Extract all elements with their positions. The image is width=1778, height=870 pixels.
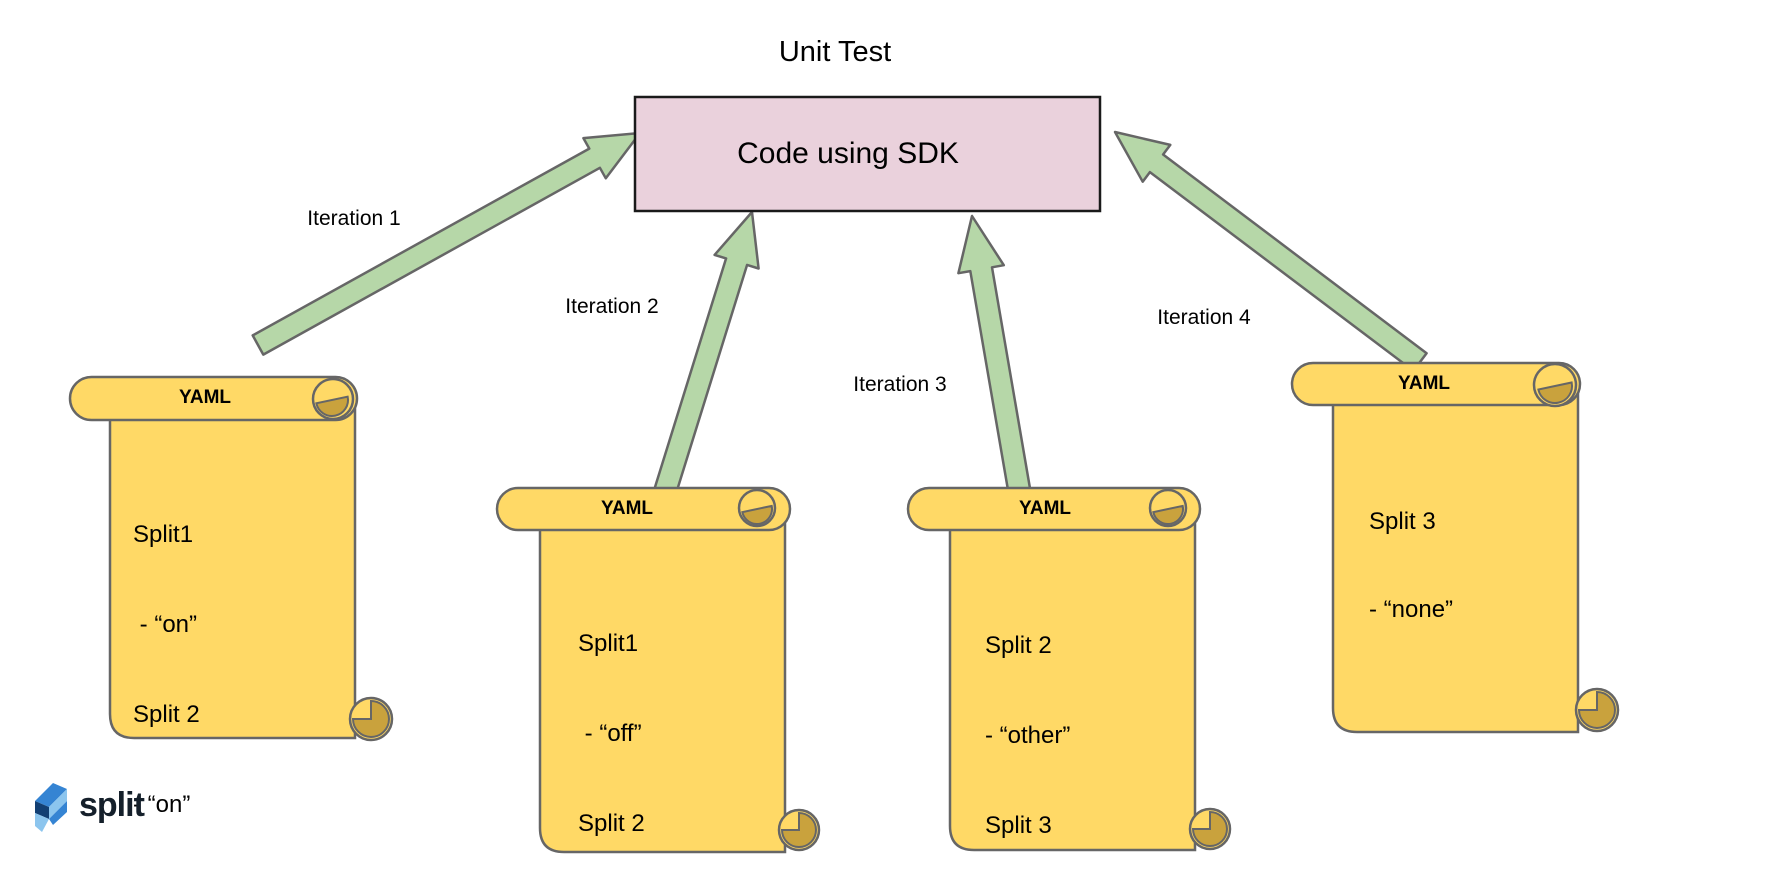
scroll-4-header-curl-spiral (1537, 381, 1573, 404)
scroll-2-header-curl-spiral (741, 504, 773, 525)
scroll-4 (1290, 361, 1620, 734)
scroll-line: - “none” (1369, 596, 1454, 623)
scroll-1-bottom-curl-spiral (351, 699, 390, 738)
scroll-3-header (906, 486, 1202, 532)
scroll-2 (495, 486, 821, 854)
scroll-2-bottom-curl-spiral (780, 811, 817, 848)
iteration-1-label: Iteration 1 (307, 207, 401, 230)
scroll-line: Split1 (133, 521, 194, 548)
split-logo-icon-right (49, 789, 67, 819)
scroll-1-body (108, 398, 357, 740)
scroll-2-content: Split1 - “off” Split 2 - “off” Split 3 -… (578, 571, 694, 870)
scroll-2-yaml-label: YAML (600, 498, 654, 519)
arrow-iteration-3 (957, 214, 1033, 499)
scroll-2-body (538, 509, 787, 854)
scroll-1-header (68, 375, 359, 422)
arrow-4-shape (1113, 130, 1428, 373)
scroll-line: - “on” (133, 791, 191, 818)
arrow-2-shape (653, 210, 760, 497)
iteration-3-label: Iteration 3 (853, 373, 947, 396)
scroll-1-yaml-label: YAML (178, 387, 232, 408)
split-logo-text: split (79, 786, 145, 824)
scroll-4-content: Split 3 - “none” (1369, 450, 1453, 682)
scroll-line: - “off” (578, 720, 642, 747)
arrow-iteration-1 (251, 131, 642, 356)
sdk-box (633, 95, 1102, 213)
split-logo-icon-bottom (49, 801, 67, 825)
scroll-1-header-curl-spiral (315, 395, 349, 417)
scroll-1-content: Split1 - “on” Split 2 - “on” Split 3 - “… (133, 462, 209, 870)
scroll-3-header-curl-spiral (1152, 504, 1184, 525)
scroll-1 (68, 375, 394, 742)
scroll-4-yaml-label: YAML (1397, 373, 1451, 394)
arrow-iteration-4 (1113, 130, 1428, 373)
scroll-3-content: Split 2 - “other” Split 3 - “low” (985, 573, 1070, 870)
scroll-line: Split 3 (1369, 508, 1436, 535)
sdk-box-label: Code using SDK (737, 137, 959, 170)
scroll-line: Split 2 (578, 810, 645, 837)
arrow-iteration-2 (653, 210, 760, 497)
iteration-4-label: Iteration 4 (1157, 306, 1251, 329)
scroll-line: Split 2 (133, 701, 200, 728)
split-logo-icon-tail (35, 813, 49, 832)
scroll-line: Split 3 (985, 812, 1052, 839)
diagram-title: Unit Test (778, 36, 892, 68)
split-logo-icon (35, 783, 67, 832)
iteration-2-label: Iteration 2 (565, 295, 659, 318)
scroll-line: Split1 (578, 630, 639, 657)
scroll-2-header (495, 486, 792, 532)
scroll-3-bottom-curl-spiral (1191, 810, 1228, 847)
scroll-3-yaml-label: YAML (1018, 498, 1072, 519)
scroll-4-bottom-curl-spiral (1577, 690, 1616, 729)
scroll-3 (906, 486, 1232, 852)
split-logo-icon-top (35, 783, 67, 807)
arrow-1-shape (251, 131, 642, 356)
scroll-4-header (1290, 361, 1582, 407)
scroll-line: - “other” (985, 722, 1071, 749)
arrow-3-shape (957, 214, 1033, 499)
scroll-4-body (1331, 384, 1580, 734)
scroll-line: Split 2 (985, 632, 1052, 659)
scroll-3-body (948, 509, 1197, 852)
scroll-line: - “on” (133, 611, 198, 638)
